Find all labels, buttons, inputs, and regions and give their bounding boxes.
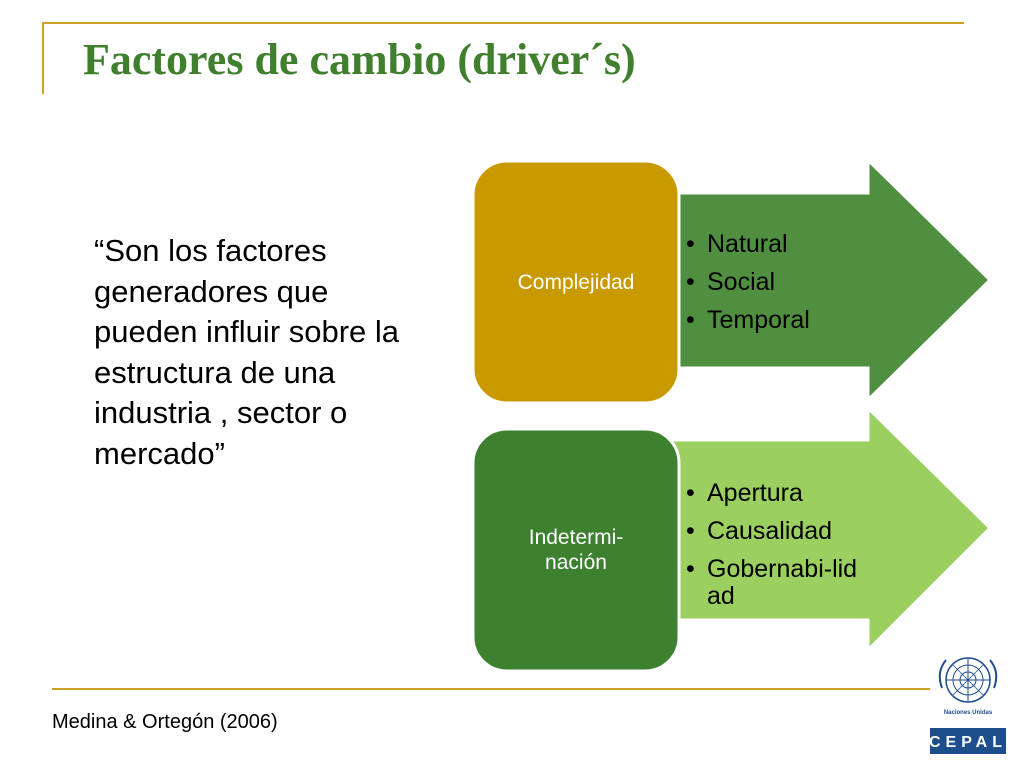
logo-org-name: Naciones Unidas <box>944 710 993 716</box>
definition-quote: “Son los factores generadores que pueden… <box>94 233 400 471</box>
slide-title: Factores de cambio (driver´s) <box>83 35 636 84</box>
complejidad-list: Natural Social Temporal <box>683 231 810 345</box>
complejidad-label: Complejidad <box>517 270 635 294</box>
list-item: Natural <box>683 231 810 259</box>
box-indeterminacion <box>471 427 681 673</box>
title-frame-vertical <box>42 22 44 94</box>
list-item: Gobernabi-lidad <box>683 556 867 610</box>
list-item: Temporal <box>683 307 810 335</box>
list-item: Causalidad <box>683 518 883 546</box>
title-frame-horizontal <box>42 22 964 24</box>
indeterminacion-label-line2: nación <box>545 551 607 574</box>
indeterminacion-list: Apertura Causalidad Gobernabi-lidad <box>683 480 883 621</box>
logo-acronym-band <box>930 728 1006 754</box>
footer-citation: Medina & Ortegón (2006) <box>52 711 278 733</box>
box-label-complejidad: Complejidad <box>473 161 679 403</box>
un-emblem-icon <box>938 657 998 703</box>
box-label-indeterminacion: Indetermi- nación <box>473 429 679 671</box>
cepal-logo: Naciones Unidas CEPAL <box>929 657 1007 754</box>
logo-acronym: CEPAL <box>929 734 1007 751</box>
list-item: Social <box>683 269 810 297</box>
box-complejidad <box>471 159 681 405</box>
arrow-complejidad <box>658 156 993 404</box>
footer-divider <box>52 688 930 690</box>
indeterminacion-label-line1: Indetermi- <box>528 526 624 549</box>
list-item: Apertura <box>683 480 883 508</box>
